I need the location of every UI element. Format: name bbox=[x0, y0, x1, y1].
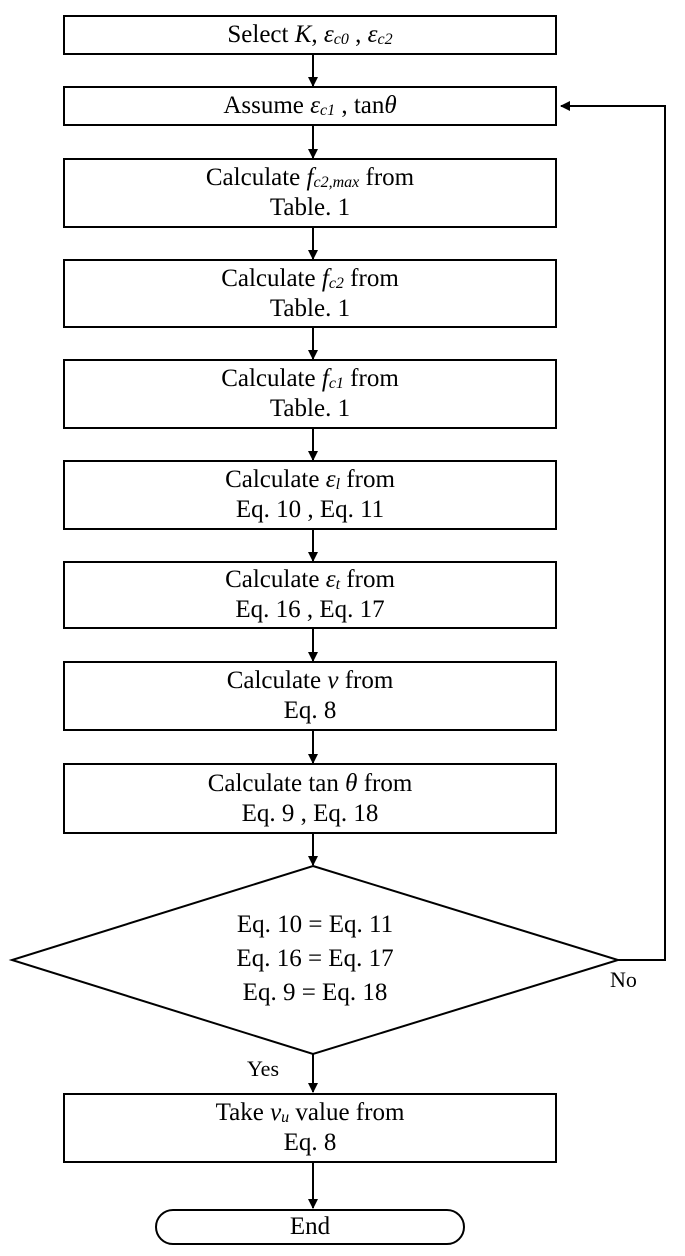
condition-line: Eq. 10 = Eq. 11 bbox=[236, 911, 394, 938]
source-reference: Table. 1 bbox=[269, 294, 351, 322]
subscript-c2max: c2,max bbox=[313, 174, 360, 191]
f-symbol: f bbox=[321, 365, 329, 392]
step-calculate-tan-theta: Calculate tan θ from Eq. 9 , Eq. 18 bbox=[63, 763, 557, 834]
separator-text: , bbox=[311, 21, 324, 48]
theta-symbol: θ bbox=[384, 92, 397, 119]
no-loop-connector bbox=[560, 101, 666, 961]
step-calculate-fc2max: Calculate fc2,max from Table. 1 bbox=[63, 158, 557, 228]
k-symbol: K bbox=[294, 21, 312, 48]
source-reference: Eq. 10 , Eq. 11 bbox=[235, 496, 385, 523]
from-text: from bbox=[343, 264, 399, 292]
step-calculate-epsilon-l: Calculate εl from Eq. 10 , Eq. 11 bbox=[63, 460, 557, 530]
subscript-c2: c2 bbox=[328, 274, 344, 292]
source-reference: Table. 1 bbox=[269, 395, 351, 422]
subscript-u: u bbox=[281, 1109, 290, 1126]
from-text: from bbox=[343, 365, 399, 392]
subscript-c2: c2 bbox=[377, 31, 393, 48]
calculate-text: Calculate bbox=[205, 164, 307, 191]
step-assume: Assume εc1 , tanθ bbox=[63, 86, 557, 126]
end-label: End bbox=[289, 1213, 331, 1240]
step-calculate-v: Calculate v from Eq. 8 bbox=[63, 661, 557, 731]
source-reference: Eq. 8 bbox=[283, 697, 337, 724]
calculate-text: Calculate tan bbox=[207, 769, 346, 797]
assume-prefix-text: Assume bbox=[223, 92, 311, 119]
from-text: from bbox=[340, 566, 395, 593]
v-symbol: v bbox=[327, 667, 339, 694]
yes-label: Yes bbox=[247, 1056, 280, 1081]
separator-text: , bbox=[348, 21, 368, 48]
epsilon-symbol: ε bbox=[310, 92, 320, 119]
select-prefix-text: Select bbox=[227, 21, 295, 48]
theta-symbol: θ bbox=[345, 769, 358, 797]
calculate-text: Calculate bbox=[221, 264, 322, 292]
source-reference: Eq. 8 bbox=[283, 1129, 337, 1156]
calculate-text: Calculate bbox=[221, 365, 322, 392]
tan-text: , tan bbox=[335, 92, 385, 119]
source-reference: Eq. 9 , Eq. 18 bbox=[241, 799, 379, 827]
calculate-text: Calculate bbox=[225, 566, 326, 593]
no-label: No bbox=[610, 967, 637, 992]
decision-conditions: Eq. 10 = Eq. 11 Eq. 16 = Eq. 17 Eq. 9 = … bbox=[160, 908, 470, 1010]
step-calculate-epsilon-t: Calculate εt from Eq. 16 , Eq. 17 bbox=[63, 561, 557, 629]
epsilon-symbol: ε bbox=[323, 21, 334, 48]
end-terminal: End bbox=[155, 1209, 465, 1245]
epsilon-symbol: ε bbox=[367, 21, 378, 48]
step-select-parameters: Select K, εc0 , εc2 bbox=[63, 15, 557, 55]
f-symbol: f bbox=[321, 264, 329, 292]
from-text: from bbox=[338, 667, 394, 694]
condition-line: Eq. 16 = Eq. 17 bbox=[236, 945, 394, 972]
calculate-text: Calculate bbox=[226, 667, 328, 694]
epsilon-symbol: ε bbox=[325, 466, 336, 493]
source-reference: Eq. 16 , Eq. 17 bbox=[235, 596, 385, 623]
step-take-vu: Take vu value from Eq. 8 bbox=[63, 1093, 557, 1163]
take-text: Take bbox=[215, 1099, 271, 1126]
subscript-c1: c1 bbox=[328, 375, 344, 392]
value-from-text: value from bbox=[289, 1099, 405, 1126]
subscript-c1: c1 bbox=[319, 102, 336, 119]
from-text: from bbox=[340, 466, 395, 493]
subscript-c0: c0 bbox=[333, 31, 349, 48]
condition-line: Eq. 9 = Eq. 18 bbox=[242, 979, 388, 1006]
v-symbol: v bbox=[270, 1099, 282, 1126]
step-calculate-fc1: Calculate fc1 from Table. 1 bbox=[63, 359, 557, 429]
f-symbol: f bbox=[306, 164, 314, 191]
calculate-text: Calculate bbox=[225, 466, 326, 493]
from-text: from bbox=[359, 164, 415, 191]
source-reference: Table. 1 bbox=[269, 194, 351, 221]
epsilon-symbol: ε bbox=[325, 566, 336, 593]
subscript-t: t bbox=[335, 576, 341, 593]
from-text: from bbox=[357, 769, 413, 797]
step-calculate-fc2: Calculate fc2 from Table. 1 bbox=[63, 259, 557, 328]
subscript-l: l bbox=[335, 476, 341, 493]
